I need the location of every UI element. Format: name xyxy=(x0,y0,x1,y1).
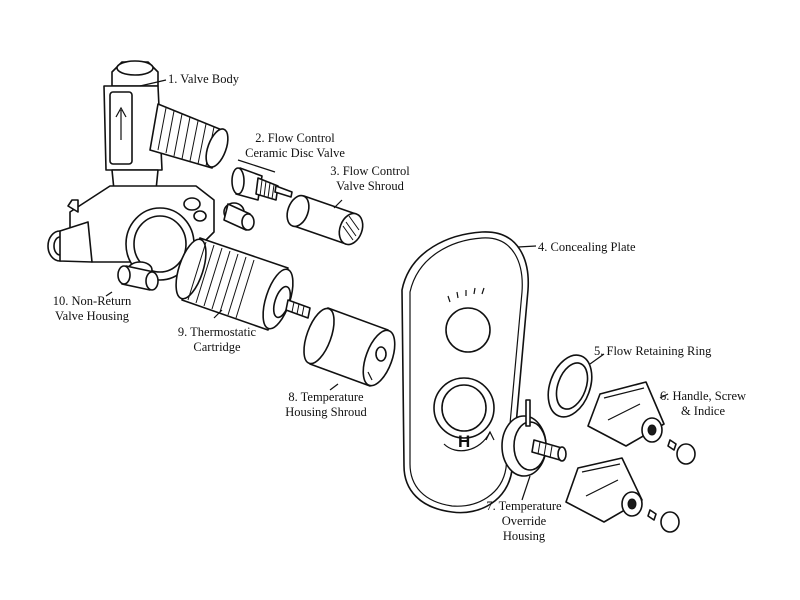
concealing-plate xyxy=(401,231,530,514)
temperature-override-housing xyxy=(501,399,567,477)
label-line: 4. Concealing Plate xyxy=(538,240,636,254)
valve-body xyxy=(47,60,229,281)
label-line: 10. Non-Return xyxy=(52,294,132,308)
flow-retaining-ring xyxy=(547,354,593,418)
non-return-valve-housing xyxy=(117,265,159,291)
lower-handle xyxy=(565,457,680,533)
thermostatic-cartridge xyxy=(175,237,311,331)
label-line: 6. Handle, Screw xyxy=(659,389,747,403)
label-line: Valve Housing xyxy=(55,309,129,323)
leader-lines xyxy=(105,79,669,501)
label-line: 7. Temperature xyxy=(486,499,562,513)
label-line: 5. Flow Retaining Ring xyxy=(594,344,712,358)
ceramic-disc-valve xyxy=(231,167,293,201)
label-line: 9. Thermostatic xyxy=(177,325,257,339)
label-line: 2. Flow Control xyxy=(255,131,335,145)
plug-fitting xyxy=(223,202,255,231)
label-line: Ceramic Disc Valve xyxy=(245,146,345,160)
label-concealing-plate: 4. Concealing Plate xyxy=(538,240,636,255)
label-handle-screw-indice: 6. Handle, Screw& Indice xyxy=(648,389,758,419)
label-line: Housing Shroud xyxy=(285,405,367,419)
label-line: Valve Shroud xyxy=(336,179,404,193)
label-line: Housing xyxy=(502,529,546,543)
label-line: & Indice xyxy=(680,404,726,418)
temperature-housing-shroud xyxy=(303,307,396,387)
flow-control-shroud xyxy=(286,194,364,246)
label-line: 3. Flow Control xyxy=(330,164,410,178)
label-line: Cartridge xyxy=(193,340,241,354)
label-line: 1. Valve Body xyxy=(168,72,239,86)
upper-handle xyxy=(587,381,696,465)
label-line: 8. Temperature xyxy=(288,390,364,404)
label-valve-body: 1. Valve Body xyxy=(168,72,239,87)
label-flow-retaining-ring: 5. Flow Retaining Ring xyxy=(594,344,711,359)
hot-marking: H xyxy=(458,432,471,451)
label-line: Override xyxy=(501,514,547,528)
